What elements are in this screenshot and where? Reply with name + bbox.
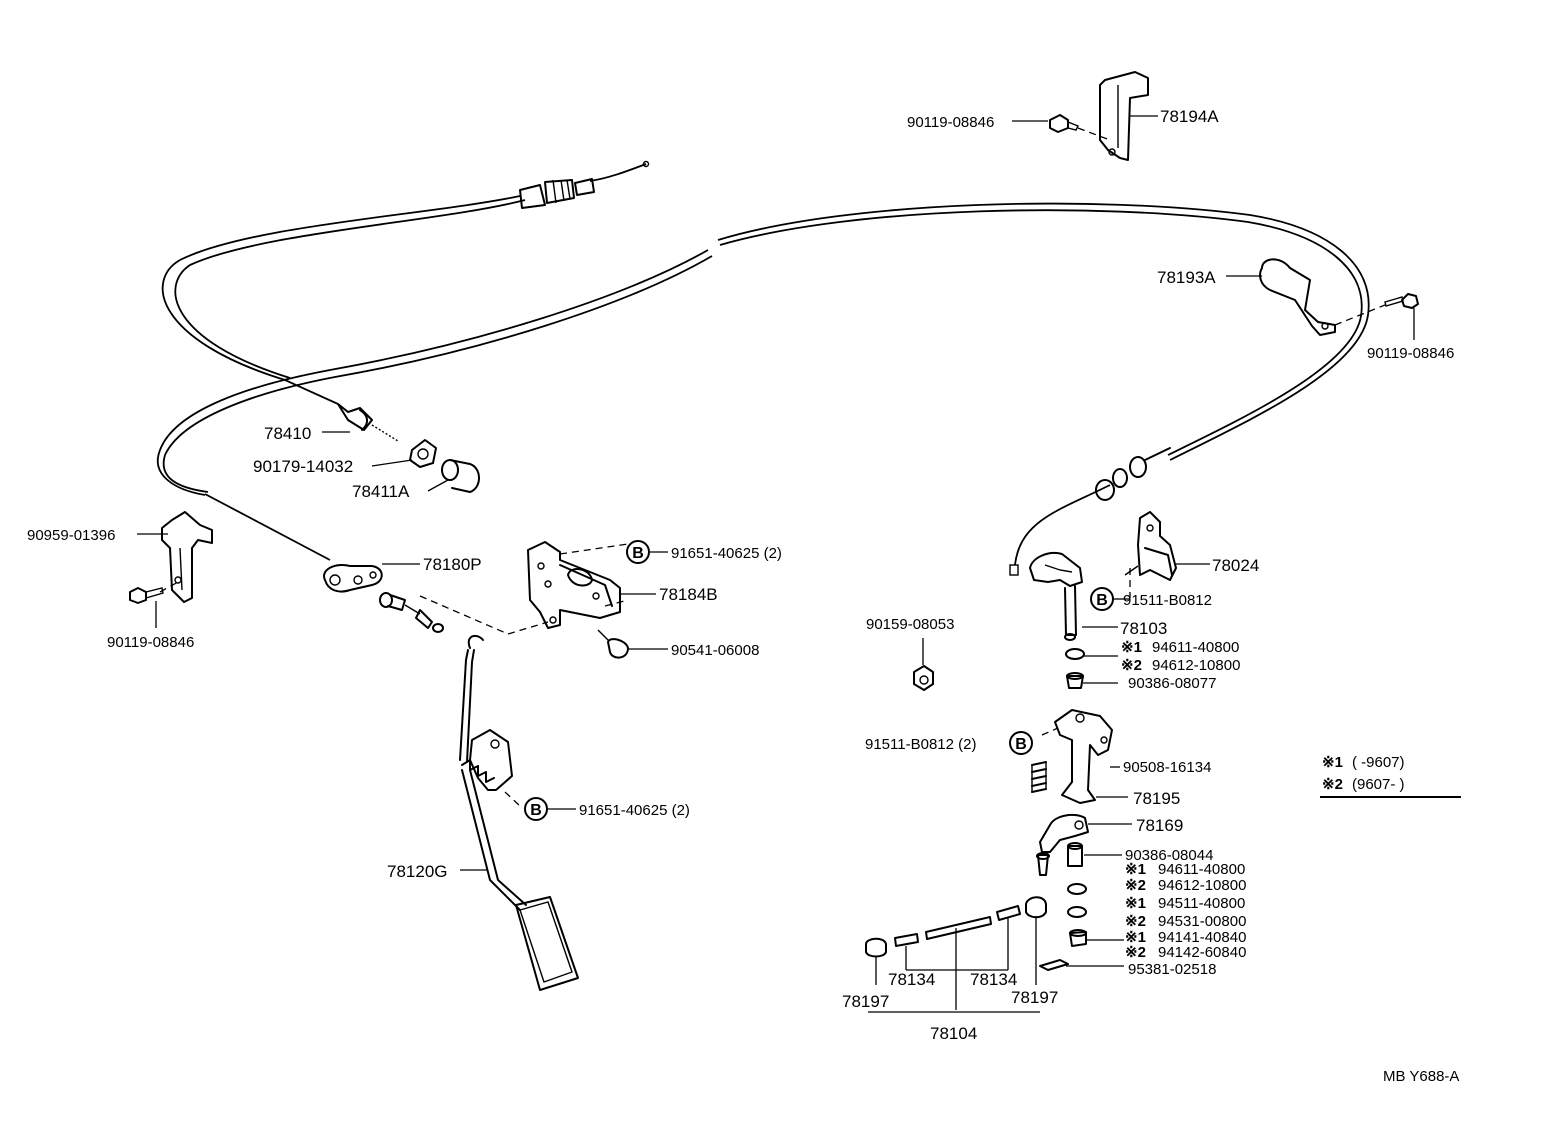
label-78195: 78195 [1133, 789, 1180, 808]
bracket-78180P [323, 564, 383, 593]
label-78024: 78024 [1212, 556, 1259, 575]
accelerator-cable-long-run [157, 202, 1370, 561]
label-95381-02518: 95381-02518 [1128, 961, 1216, 978]
svg-text:B: B [1096, 592, 1108, 609]
label-90159-08053: 90159-08053 [866, 616, 954, 633]
label-78120G: 78120G [387, 862, 448, 881]
label-78169: 78169 [1136, 816, 1183, 835]
label-94611-40800-a: 94611-40800 [1152, 639, 1239, 656]
label-90508-16134: 90508-16134 [1123, 759, 1211, 776]
label-90959-01396: 90959-01396 [27, 527, 115, 544]
label-90119-08846-right: 90119-08846 [1367, 345, 1454, 362]
label-94141-40840: 94141-40840 [1158, 929, 1246, 946]
label-94511-40800: 94511-40800 [1158, 895, 1245, 912]
clamp-78193A [1259, 258, 1386, 336]
svg-text:B: B [530, 802, 542, 819]
label-78411A: 78411A [352, 482, 410, 501]
label-91651-40625-lower: 91651-40625 (2) [579, 802, 690, 819]
label-94142-60840: 94142-60840 [1158, 944, 1246, 961]
legend-range-1: ( -9607) [1352, 754, 1405, 771]
svg-text:B: B [632, 545, 644, 562]
washer-94531-00800 [1067, 906, 1087, 918]
note-mark-2-c: ※2 [1125, 913, 1146, 930]
accelerator-pedal-78120G [459, 634, 579, 991]
label-90119-08846-left: 90119-08846 [107, 634, 194, 651]
bolt-90119-08846-top [1049, 114, 1111, 141]
label-78197-left: 78197 [842, 992, 889, 1011]
note-mark-1-b: ※1 [1125, 861, 1146, 878]
label-91511-B0812: 91511-B0812 [1123, 592, 1212, 609]
label-78134-left: 78134 [888, 970, 935, 989]
bolt-mark-upper: B [626, 540, 650, 564]
leader-lines [137, 115, 1415, 1013]
note-mark-1-c: ※1 [1125, 895, 1146, 912]
label-91511-B0812-2: 91511-B0812 (2) [865, 736, 976, 753]
throttle-link-78103 [1029, 552, 1083, 641]
label-90179-14032: 90179-14032 [253, 457, 353, 476]
bolt-90119-08846-left [129, 587, 164, 604]
accelerator-cable-upper [161, 160, 650, 381]
label-94531-00800: 94531-00800 [1158, 913, 1246, 930]
cotter-pin-95381-02518 [1039, 959, 1069, 971]
cable-adjuster-78410 [337, 403, 399, 442]
washer-94611-40800-upper [1065, 648, 1085, 660]
bracket-78184B [527, 541, 621, 629]
label-78103: 78103 [1120, 619, 1167, 638]
label-78197-right: 78197 [1011, 988, 1058, 1007]
label-94611-40800-b: 94611-40800 [1158, 861, 1245, 878]
nut-90179-14032 [409, 439, 437, 468]
note-mark-2-a: ※2 [1121, 657, 1142, 674]
label-78104: 78104 [930, 1024, 977, 1043]
cushion-78411A [441, 459, 480, 493]
legend-mark-2: ※2 [1322, 776, 1343, 793]
label-78410: 78410 [264, 424, 311, 443]
bolt-mark-78195: B [1009, 731, 1033, 755]
washer-94612-10800-lower [1067, 883, 1087, 895]
note-mark-1-a: ※1 [1121, 639, 1142, 656]
label-90386-08044: 90386-08044 [1125, 847, 1213, 864]
label-91651-40625-upper: 91651-40625 (2) [671, 545, 782, 562]
lever-78169 [1036, 813, 1089, 876]
label-90541-06008: 90541-06008 [671, 642, 759, 659]
spring-90508-16134 [1031, 761, 1047, 793]
clamp-90959-01396 [159, 511, 213, 603]
bracket-78195 [1041, 709, 1113, 804]
label-90386-08077: 90386-08077 [1128, 675, 1216, 692]
svg-text:B: B [1015, 736, 1027, 753]
model-year-legend: ※1 ( -9607) ※2 (9607- ) [1320, 754, 1461, 798]
nut-90159-08053 [913, 665, 934, 691]
bushing-90386-08077 [1066, 672, 1084, 689]
nut-94141-40840 [1069, 929, 1087, 947]
label-78193A: 78193A [1157, 268, 1216, 287]
label-90119-08846-top: 90119-08846 [907, 114, 994, 131]
label-94612-10800-b: 94612-10800 [1158, 877, 1246, 894]
bracket-78194A [1099, 71, 1149, 161]
bolt-90119-08846-right [1384, 293, 1419, 309]
bushing-90386-08044 [1067, 842, 1083, 867]
label-78194A: 78194A [1160, 107, 1219, 126]
bolt-90541-06008 [597, 629, 629, 659]
note-mark-1-d: ※1 [1125, 929, 1146, 946]
legend-range-2: (9607- ) [1352, 776, 1405, 793]
note-mark-2-b: ※2 [1125, 877, 1146, 894]
bolt-mark-pedal: B [524, 797, 548, 821]
diagram-code: MB Y688-A [1383, 1068, 1459, 1085]
bolt-mark-78024: B [1090, 587, 1114, 611]
bracket-78024 [1124, 511, 1177, 581]
label-78180P: 78180P [423, 555, 482, 574]
note-mark-2-d: ※2 [1125, 944, 1146, 961]
legend-mark-1: ※1 [1322, 754, 1343, 771]
cable-end-engine-side [1009, 447, 1171, 576]
label-78134-right: 78134 [970, 970, 1017, 989]
rod-assembly-78104 [865, 896, 1047, 958]
label-78184B: 78184B [659, 585, 718, 604]
label-94612-10800-a: 94612-10800 [1152, 657, 1240, 674]
cable-end-pedal-side [379, 592, 444, 633]
